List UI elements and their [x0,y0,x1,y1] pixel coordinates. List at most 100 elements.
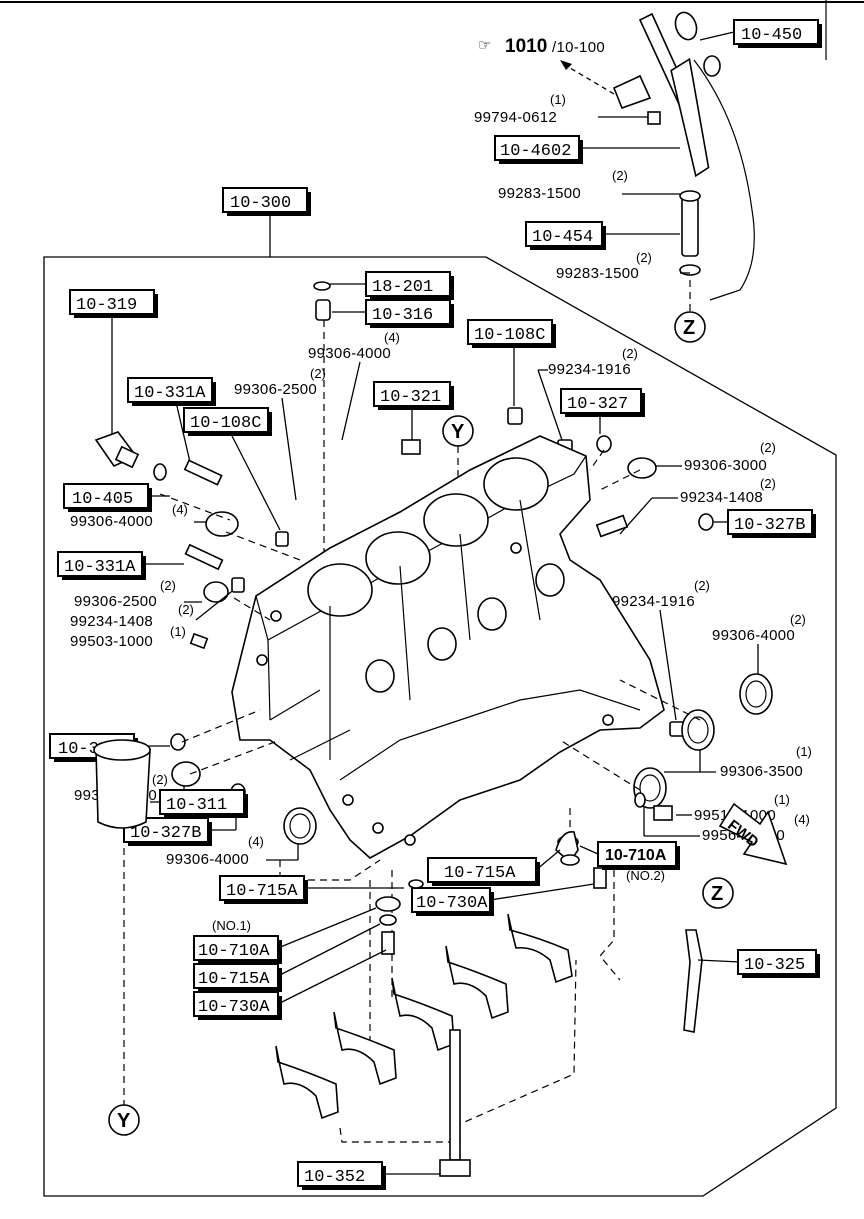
qty-7: (2) [760,440,776,455]
ref-sub: /10-100 [552,39,605,56]
note-no2: (NO.2) [626,868,665,883]
box-10-321[interactable]: 10-321 [373,381,454,410]
part-99306-4000-a: 99306-4000 [308,345,391,362]
svg-text:10-730A: 10-730A [416,894,488,913]
part-99306-3500: 99306-3500 [720,763,803,780]
svg-text:10-331A: 10-331A [134,384,206,403]
svg-text:10-311: 10-311 [166,796,227,815]
svg-text:10-715A: 10-715A [226,882,298,901]
part-99306-2500-a: 99306-2500 [234,381,317,398]
svg-text:Z: Z [683,317,695,339]
left-bolt-assembly [375,879,424,955]
box-10-327b-left[interactable]: 10-327B [123,817,212,846]
qty-10: (2) [160,578,176,593]
box-10-454[interactable]: 10-454 [525,221,606,250]
part-99234-1408-a: 99234-1408 [680,489,763,506]
box-10-730a-left[interactable]: 10-730A [193,991,282,1020]
ref-glyph: ☞ [478,37,492,54]
qty-19: (4) [794,812,810,827]
box-10-715a-left[interactable]: 10-715A [219,875,308,904]
box-10-730a-right[interactable]: 10-730A [411,887,494,916]
marker-y-bottom: Y [108,1104,140,1136]
part-99234-1916-a: 99234-1916 [548,361,631,378]
part-99306-4000-b: 99306-4000 [70,513,153,530]
svg-text:Y: Y [117,1110,131,1132]
svg-text:10-715A: 10-715A [198,970,270,989]
svg-text:10-715A: 10-715A [444,864,516,883]
qty-3: (2) [636,250,652,265]
svg-text:10-454: 10-454 [532,228,593,247]
box-10-319[interactable]: 10-319 [69,289,158,318]
box-10-108c-top[interactable]: 10-108C [467,319,556,348]
svg-text:☞: ☞ [478,37,492,54]
qty-18: (1) [774,792,790,807]
box-10-316[interactable]: 10-316 [365,299,454,328]
svg-text:10-450: 10-450 [741,26,802,45]
svg-text:10-710A: 10-710A [198,942,270,961]
note-no1: (NO.1) [212,918,251,933]
box-10-325[interactable]: 10-325 [737,949,820,978]
box-10-327-top[interactable]: 10-327 [560,388,645,417]
qty-8: (2) [760,476,776,491]
svg-text:10-730A: 10-730A [198,998,270,1017]
svg-text:10-108C: 10-108C [474,326,545,345]
box-10-327b-right[interactable]: 10-327B [727,509,816,538]
box-10-331a-top[interactable]: 10-331A [127,377,216,406]
qty-12: (1) [170,624,186,639]
qty-17: (1) [796,744,812,759]
box-10-405[interactable]: 10-405 [63,483,152,512]
marker-z-top: Z [674,311,706,343]
part-99503-1000: 99503-1000 [70,633,153,650]
assembly-boundary [43,256,837,1197]
svg-text:10-331A: 10-331A [64,558,136,577]
svg-text:10-4602: 10-4602 [500,142,571,161]
box-10-300[interactable]: 10-300 [222,187,311,216]
qty-6: (2) [622,346,638,361]
marker-y-top: Y [442,415,474,447]
svg-text:18-201: 18-201 [372,278,433,297]
box-18-201[interactable]: 18-201 [365,271,454,300]
svg-text:10-319: 10-319 [76,296,137,315]
qty-5: (2) [310,366,326,381]
box-10-352[interactable]: 10-352 [297,1161,386,1190]
part-99306-2500-b: 99306-2500 [74,593,157,610]
right-bolt-assembly [555,831,607,889]
svg-text:10-108C: 10-108C [190,414,261,433]
qty-4: (4) [384,330,400,345]
svg-text:10-710A: 10-710A [605,847,667,864]
box-10-710a-right[interactable]: 10-710A [597,841,680,870]
qty-13: (2) [152,772,168,787]
part-99306-4000-d: 99306-4000 [166,851,249,868]
engine-block [231,435,665,859]
svg-text:10-327: 10-327 [567,395,628,414]
part-99283-1500-b: 99283-1500 [556,265,639,282]
box-10-710a-left[interactable]: 10-710A [193,935,282,964]
part-99234-1408-b: 99234-1408 [70,613,153,630]
qty-16: (2) [790,612,806,627]
svg-text:Z: Z [711,883,723,905]
qty-2: (2) [612,168,628,183]
box-10-450[interactable]: 10-450 [733,19,822,48]
ref-main: 1010 [505,36,547,57]
svg-text:10-325: 10-325 [744,956,805,975]
fwd-arrow: FWD [718,802,788,866]
box-10-715a-left2[interactable]: 10-715A [193,963,282,992]
main-bearing-caps [275,913,573,1120]
part-99283-1500-a: 99283-1500 [498,185,581,202]
qty-1: (1) [550,92,566,107]
dipstick-group [612,11,755,301]
box-10-715a-right[interactable]: 10-715A [427,857,540,886]
cup-plug-part [93,739,151,829]
box-10-331a-mid[interactable]: 10-331A [57,551,146,580]
box-10-4602[interactable]: 10-4602 [494,135,583,164]
box-10-108c-left[interactable]: 10-108C [183,407,272,436]
part-99306-4000-c: 99306-4000 [712,627,795,644]
svg-text:10-316: 10-316 [372,306,433,325]
svg-text:Y: Y [451,421,465,443]
qty-15: (2) [694,578,710,593]
marker-z-bottom: Z [702,877,734,909]
svg-text:10-300: 10-300 [230,194,291,213]
box-10-311[interactable]: 10-311 [159,789,248,818]
